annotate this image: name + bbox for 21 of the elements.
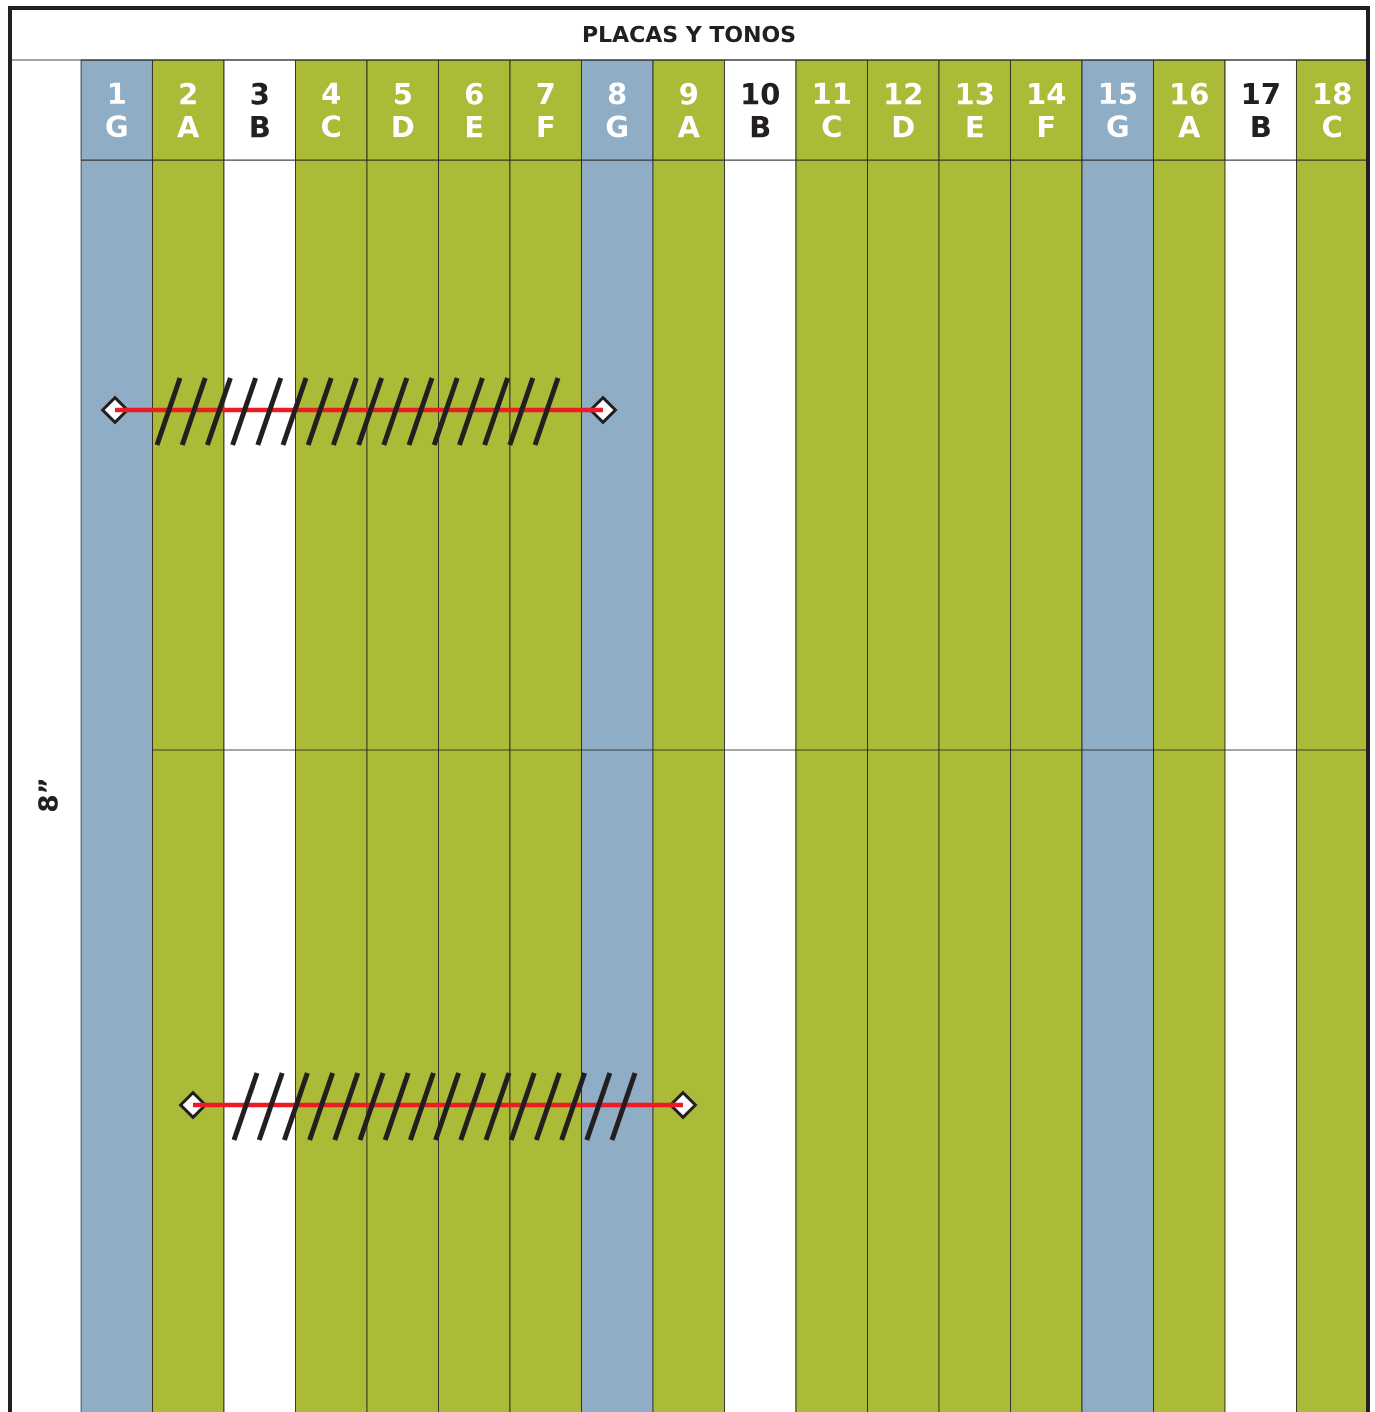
plate-header: 14 F (1010, 59, 1083, 161)
plate-header: 7 F (509, 59, 582, 161)
plate-header: 8 G (581, 59, 654, 161)
hatched-line (115, 377, 603, 446)
plate-header: 3 B (223, 59, 296, 161)
plate-header: 2 A (152, 59, 225, 161)
plate-header: 11 C (795, 59, 868, 161)
plate-header: 16 A (1153, 59, 1226, 161)
plate-header: 17 B (1224, 59, 1297, 161)
plate-header: 9 A (652, 59, 725, 161)
plate-header: 13 E (938, 59, 1011, 161)
plate-header: 4 C (295, 59, 368, 161)
plate-header: 18 C (1296, 59, 1369, 161)
hatched-line (193, 1072, 683, 1141)
plate-header: 6 E (438, 59, 511, 161)
plate-header: 10 B (724, 59, 797, 161)
plate-header: 5 D (366, 59, 439, 161)
plate-header: 15 G (1081, 59, 1154, 161)
plate-header: 12 D (867, 59, 940, 161)
dimension-label: 8” (38, 780, 58, 811)
plate-header: 1 G (80, 59, 153, 161)
